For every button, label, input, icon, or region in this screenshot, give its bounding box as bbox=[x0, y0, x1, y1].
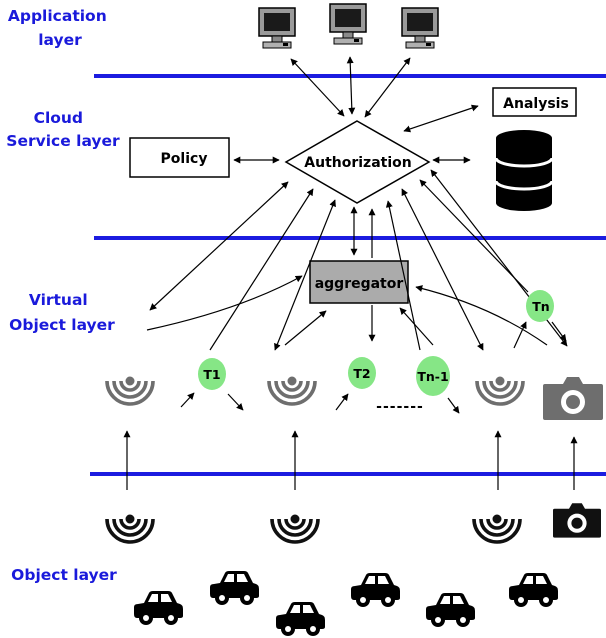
arrow-t1-sensor2 bbox=[227, 393, 244, 411]
car-icon-5 bbox=[426, 593, 475, 627]
thread-tn-label: Tn bbox=[532, 299, 549, 314]
arrow-authorization-analysis bbox=[403, 104, 479, 133]
arrow-t1-authorization bbox=[209, 188, 314, 351]
monitor-icon-1 bbox=[258, 7, 296, 49]
database-icon bbox=[494, 130, 554, 211]
arrow-sensor3-tn bbox=[513, 321, 527, 349]
application-layer-label-line1: Application bbox=[8, 7, 107, 25]
analysis-label: Analysis bbox=[503, 96, 569, 112]
authorization-diamond bbox=[284, 120, 431, 204]
object-layer-label-line1: Object layer bbox=[11, 566, 117, 584]
virtual-sensor-icon-3 bbox=[475, 375, 525, 406]
cloud-layer-label-line1: Cloud bbox=[34, 109, 83, 127]
car-icon-1 bbox=[134, 591, 183, 625]
thread-t2-label: T2 bbox=[353, 366, 370, 381]
car-icon-4 bbox=[351, 573, 400, 607]
policy-box bbox=[129, 137, 230, 178]
thread-t1-label: T1 bbox=[203, 367, 220, 382]
thread-tn bbox=[526, 290, 554, 322]
object-sensor-icon-1 bbox=[105, 513, 155, 544]
thread-tn-minus-1-label: Tn-1 bbox=[417, 369, 448, 384]
arrow-sensor1-aggregator bbox=[146, 275, 303, 331]
virtual-layer-label-line2: Object layer bbox=[9, 316, 115, 334]
arrow-tn1-aggregator bbox=[399, 307, 434, 346]
arrow-sensor2-aggregator bbox=[284, 310, 327, 346]
object-camera-icon bbox=[553, 503, 601, 538]
arrow-authorization-virtual-left bbox=[149, 181, 289, 311]
arrow-camera-aggregator bbox=[415, 285, 548, 346]
thread-tn-minus-1 bbox=[416, 356, 450, 396]
application-layer-label: Application layer bbox=[8, 7, 112, 49]
arrow-monitor2-authorization bbox=[346, 56, 356, 115]
policy-label: Policy bbox=[161, 151, 208, 167]
thread-ellipsis: ------- bbox=[376, 399, 424, 415]
object-sensor-icon-3 bbox=[472, 513, 522, 544]
object-layer-label: Object layer bbox=[11, 566, 117, 584]
thread-t2 bbox=[348, 357, 376, 389]
virtual-layer-label-line1: Virtual bbox=[29, 291, 88, 309]
object-sensor-icon-2 bbox=[270, 513, 320, 544]
arrow-monitor1-authorization bbox=[290, 58, 345, 117]
arrow-sensor2-t2 bbox=[335, 393, 349, 411]
arrow-monitor3-authorization bbox=[364, 57, 411, 118]
arrow-sensor1-t1 bbox=[180, 392, 195, 408]
cloud-layer-label-line2: Service layer bbox=[6, 132, 120, 150]
virtual-layer-label: Virtual Object layer bbox=[9, 291, 115, 334]
car-icon-2 bbox=[210, 571, 259, 605]
monitor-icon-3 bbox=[401, 7, 439, 49]
arrow-tn1-sensor3 bbox=[447, 397, 460, 414]
monitor-icon-2 bbox=[329, 3, 367, 45]
virtual-sensor-icon-2 bbox=[267, 375, 317, 406]
cloud-layer-label: Cloud Service layer bbox=[6, 109, 120, 150]
car-icon-6 bbox=[509, 573, 558, 607]
arrow-sensor3-authorization bbox=[401, 188, 484, 351]
thread-t1 bbox=[198, 358, 226, 390]
application-layer-label-line2: layer bbox=[38, 31, 82, 49]
aggregator-label: aggregator bbox=[315, 276, 404, 292]
car-icon-3 bbox=[276, 602, 325, 636]
arrow-sensor2-authorization bbox=[274, 199, 336, 351]
analysis-box bbox=[492, 87, 577, 117]
authorization-label: Authorization bbox=[304, 155, 411, 171]
connection-arrows bbox=[123, 56, 578, 490]
arrow-tn-camera bbox=[551, 321, 567, 342]
virtual-sensor-icon-1 bbox=[105, 375, 155, 406]
virtual-camera-icon bbox=[543, 377, 603, 420]
